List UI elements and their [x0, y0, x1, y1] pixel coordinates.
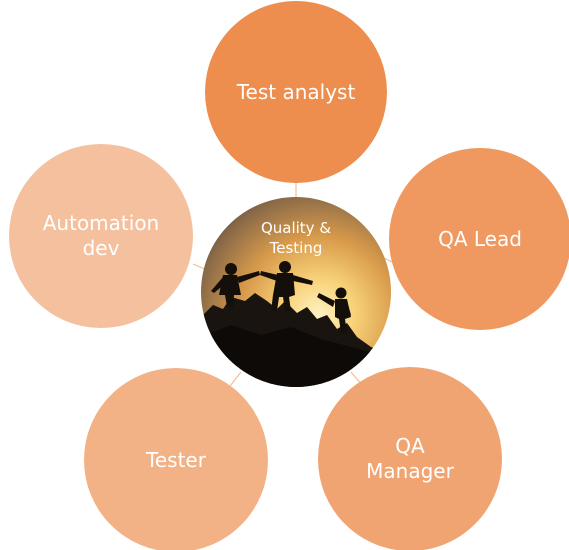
climbers-silhouette-image — [201, 197, 391, 387]
node-tester: Tester — [84, 368, 268, 550]
node-test-analyst: Test analyst — [205, 1, 387, 183]
node-automation-dev: Automation dev — [9, 144, 193, 328]
node-qa-manager: QA Manager — [318, 367, 502, 550]
center-photo-circle: Quality & Testing — [201, 197, 391, 387]
connector-tester — [229, 371, 242, 387]
node-qa-lead: QA Lead — [389, 148, 569, 330]
center-label: Quality & Testing — [260, 219, 332, 257]
